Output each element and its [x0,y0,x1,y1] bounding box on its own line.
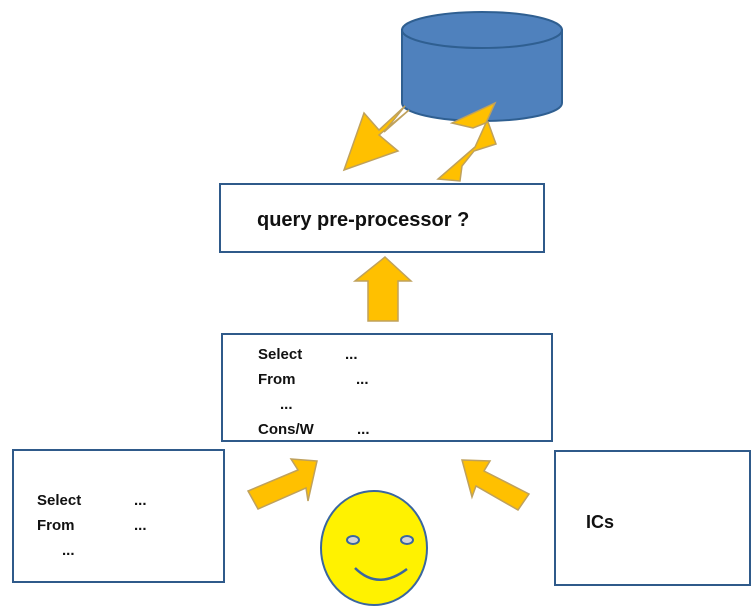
input-query-box-line-keyword: Select [37,492,81,509]
query-box-line-ellipsis: ... [345,346,358,363]
arrow-ics-to-query [461,459,531,511]
database-top [401,11,563,49]
input-query-box-line-ellipsis: ... [62,542,75,559]
arrow-preprocessor-to-db [436,101,497,182]
ics-box-frame [554,450,751,586]
smiley-left-eye [346,535,360,545]
database-icon [401,11,563,122]
preprocessor-box-frame [219,183,545,253]
input-query-box: Select... From...... [12,449,225,583]
query-box-line-keyword: Select [258,346,302,363]
query-box-line-ellipsis: ... [356,371,369,388]
preprocessor-box-label: query pre-processor ? [257,209,469,231]
arrow-query-to-preprocessor [352,256,413,322]
preprocessor-box: query pre-processor ? [219,183,545,253]
smiley-right-eye [400,535,414,545]
query-box-line-keyword: From [258,371,296,388]
query-box: Select... From...... Cons/W... [221,333,553,442]
query-box-lines: Select... From...... Cons/W... [258,346,370,438]
query-box-frame [221,333,553,442]
query-box-line-ellipsis: ... [280,396,293,413]
smiley-mouth [354,567,408,581]
input-query-box-line-ellipsis: ... [134,517,147,534]
query-box-line-ellipsis: ... [357,421,370,438]
input-query-box-line-ellipsis: ... [134,492,147,509]
input-query-box-line-keyword: From [37,517,75,534]
arrow-db-to-preprocessor [342,105,410,172]
input-query-box-frame [12,449,225,583]
ics-box: ICs [554,450,751,586]
smiley-face-circle [320,490,428,606]
smiley-face-icon [320,490,428,606]
ics-box-label: ICs [586,512,614,532]
query-box-line-keyword: Cons/W [258,421,315,438]
input-query-box-lines: Select... From...... [37,492,147,559]
arrow-input-to-query [246,458,318,510]
